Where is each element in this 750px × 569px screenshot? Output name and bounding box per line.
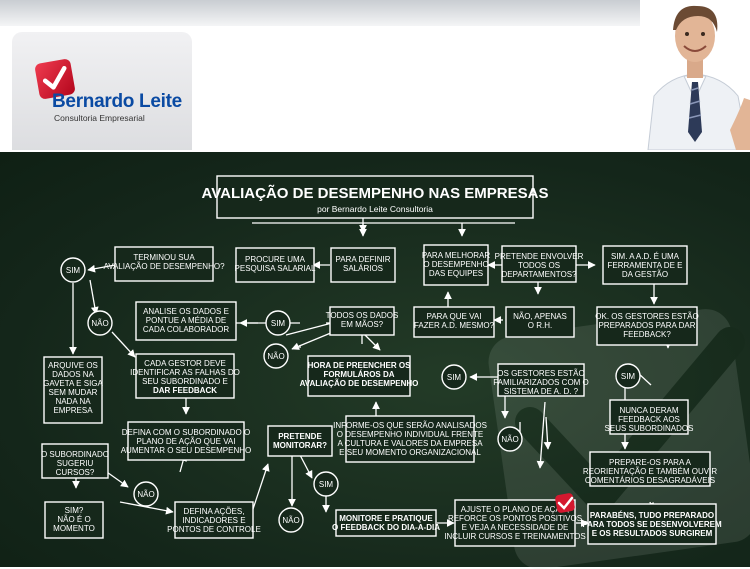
node-informe bbox=[345, 415, 475, 463]
node-definaacoes bbox=[174, 501, 254, 539]
decision-label: SIM bbox=[319, 480, 334, 489]
brand-tagline: Consultoria Empresarial bbox=[54, 113, 145, 123]
header-top-band bbox=[0, 0, 750, 26]
decision-label: SIM bbox=[447, 373, 462, 382]
node-procure bbox=[235, 247, 315, 283]
site-header: Bernardo Leite Consultoria Empresarial bbox=[0, 0, 750, 150]
node-definir bbox=[330, 247, 396, 283]
decision-sim4: SIM bbox=[615, 363, 641, 389]
consultant-photo bbox=[640, 0, 750, 150]
decision-sim5: SIM bbox=[313, 471, 339, 497]
decision-nao3: NÃO bbox=[497, 426, 523, 452]
flowchart-diagram: AVALIAÇÃO DE DESEMPENHO NAS EMPRESAS por… bbox=[41, 175, 750, 569]
decision-label: NÃO bbox=[137, 490, 154, 499]
decision-nao5: NÃO bbox=[278, 507, 304, 533]
decision-label: NÃO bbox=[501, 435, 518, 444]
decision-label: SIM bbox=[66, 266, 81, 275]
node-definaplano bbox=[127, 421, 245, 461]
node-prepare bbox=[589, 451, 711, 487]
decision-sim2: SIM bbox=[265, 310, 291, 336]
node-nunca bbox=[609, 399, 689, 435]
node-ajuste bbox=[454, 499, 576, 547]
flow-decisions: SIM NÃO SIM NÃO SIM SIM NÃO NÃO SIM NÃO bbox=[60, 257, 641, 533]
diagram-title: AVALIAÇÃO DE DESEMPENHO NAS EMPRESAS bbox=[202, 184, 549, 202]
decision-label: SIM bbox=[271, 319, 286, 328]
node-gestoresprep bbox=[596, 306, 698, 346]
diagram-subtitle: por Bernardo Leite Consultoria bbox=[317, 204, 433, 214]
decision-label: NÃO bbox=[282, 516, 299, 525]
node-cadagestor bbox=[135, 353, 235, 399]
decision-nao2: NÃO bbox=[263, 343, 289, 369]
node-hora bbox=[307, 355, 411, 397]
flow-connectors bbox=[69, 217, 672, 527]
flowchart-board: AVALIAÇÃO DE DESEMPENHO NAS EMPRESAS por… bbox=[0, 150, 750, 569]
node-simmomento bbox=[44, 501, 104, 539]
node-familiarizados bbox=[497, 363, 585, 397]
flow-nodes bbox=[41, 244, 717, 547]
check-badge-icon bbox=[555, 493, 575, 513]
decision-label: NÃO bbox=[267, 352, 284, 361]
node-ferramenta bbox=[602, 245, 688, 285]
node-arquive bbox=[43, 356, 103, 424]
node-terminou bbox=[114, 246, 214, 282]
checkmark-logo-icon bbox=[34, 58, 76, 100]
decision-nao4: NÃO bbox=[133, 481, 159, 507]
decision-sim1: SIM bbox=[60, 257, 86, 283]
node-envolver bbox=[501, 245, 577, 283]
decision-nao1: NÃO bbox=[87, 310, 113, 336]
node-pretende bbox=[267, 425, 333, 457]
decision-label: SIM bbox=[621, 372, 636, 381]
node-label-ajuste: AJUSTE O PLANO DE AÇÃO,REFORCE OS PONTOS… bbox=[444, 505, 586, 541]
decision-sim3: SIM bbox=[441, 364, 467, 390]
node-analise bbox=[135, 301, 237, 341]
node-sugeriu bbox=[41, 443, 109, 479]
node-monitore bbox=[335, 509, 437, 537]
node-paraque bbox=[413, 306, 495, 338]
brand-name: Bernardo Leite bbox=[52, 91, 182, 112]
decision-label: NÃO bbox=[91, 319, 108, 328]
node-naoapenas bbox=[505, 306, 575, 338]
node-melhorar bbox=[423, 244, 489, 286]
logo-card[interactable]: Bernardo Leite Consultoria Empresarial bbox=[12, 32, 192, 150]
title-box bbox=[216, 175, 534, 219]
node-todos bbox=[329, 306, 395, 336]
node-parabens bbox=[587, 503, 717, 545]
